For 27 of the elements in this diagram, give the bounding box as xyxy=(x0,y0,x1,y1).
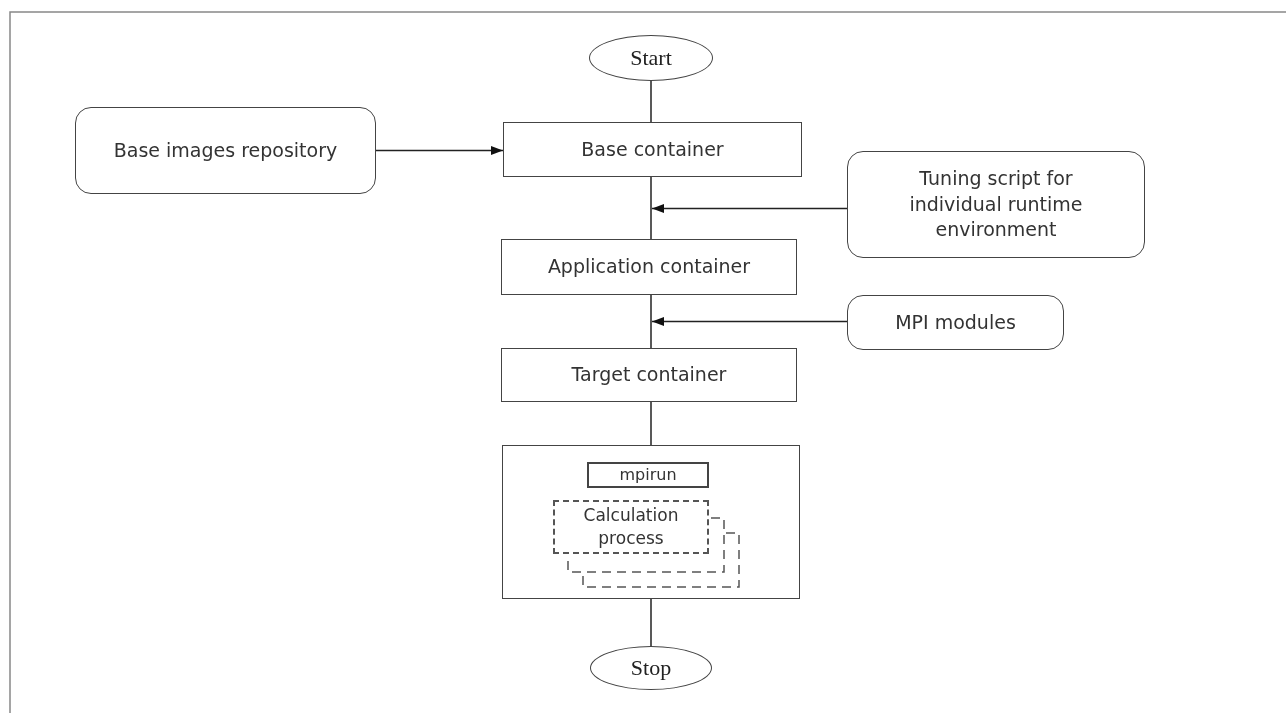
node-label: mpirun xyxy=(619,464,677,486)
process-box xyxy=(501,239,797,295)
connector-line xyxy=(650,598,652,647)
node-label: Target container xyxy=(571,362,727,388)
source-box xyxy=(75,107,376,194)
arrow xyxy=(375,146,504,155)
process-box xyxy=(501,348,797,402)
execution-box xyxy=(502,445,800,599)
arrow xyxy=(651,204,848,213)
node-label: Base images repository xyxy=(113,137,338,163)
process-box xyxy=(503,122,802,177)
node-label: Stop xyxy=(630,654,672,683)
connector-line xyxy=(650,294,652,349)
node-label: Tuning script for individual runtime environment xyxy=(908,166,1084,243)
stacked-process-box xyxy=(553,500,709,554)
arrow xyxy=(651,317,848,326)
input-box xyxy=(847,295,1064,350)
node-label: Base container xyxy=(581,136,724,162)
node-label: Start xyxy=(630,44,672,73)
connector-line xyxy=(650,80,652,123)
connector-line xyxy=(650,176,652,240)
input-box xyxy=(847,151,1145,258)
node-label: Calculation process xyxy=(582,504,680,550)
node-label: Application container xyxy=(547,254,751,280)
process-box xyxy=(587,462,709,488)
connector-line xyxy=(650,401,652,446)
node-label: MPI modules xyxy=(895,309,1016,335)
